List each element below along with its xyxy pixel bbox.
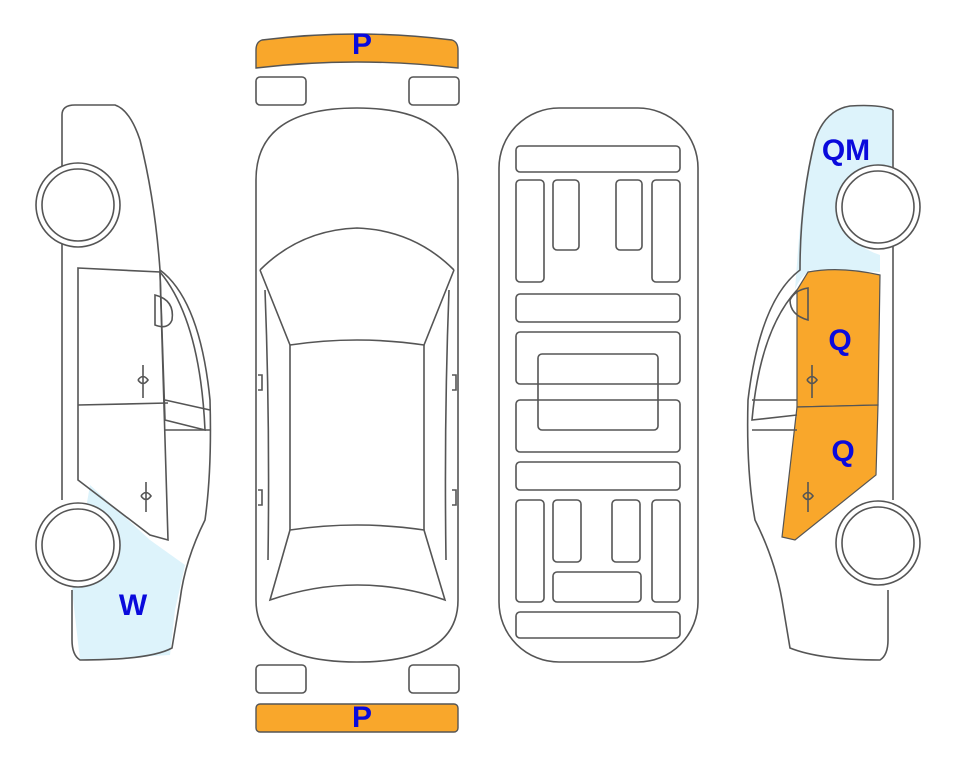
left-side-view: [35, 104, 212, 661]
damage-label-rear-bumper: P: [351, 701, 373, 734]
top-view: [255, 33, 460, 733]
right-rear-door-damage: [781, 404, 879, 541]
damage-label-front-bumper: P: [351, 28, 373, 61]
right-side-view: [746, 104, 921, 661]
underbody-view: [498, 107, 699, 663]
left-front-wheel: [35, 162, 121, 248]
damage-label-right-rear-door: Q: [831, 435, 855, 468]
left-rear-wheel: [35, 502, 121, 588]
right-front-wheel: [835, 164, 921, 250]
damage-label-right-front-door: Q: [828, 324, 852, 357]
damage-label-right-front-quarter: QM: [821, 134, 871, 167]
damage-label-left-rear: W: [118, 589, 148, 622]
front-bumper-damage: [255, 33, 459, 69]
right-rear-wheel: [835, 500, 921, 586]
rear-bumper-damage: [255, 703, 459, 733]
